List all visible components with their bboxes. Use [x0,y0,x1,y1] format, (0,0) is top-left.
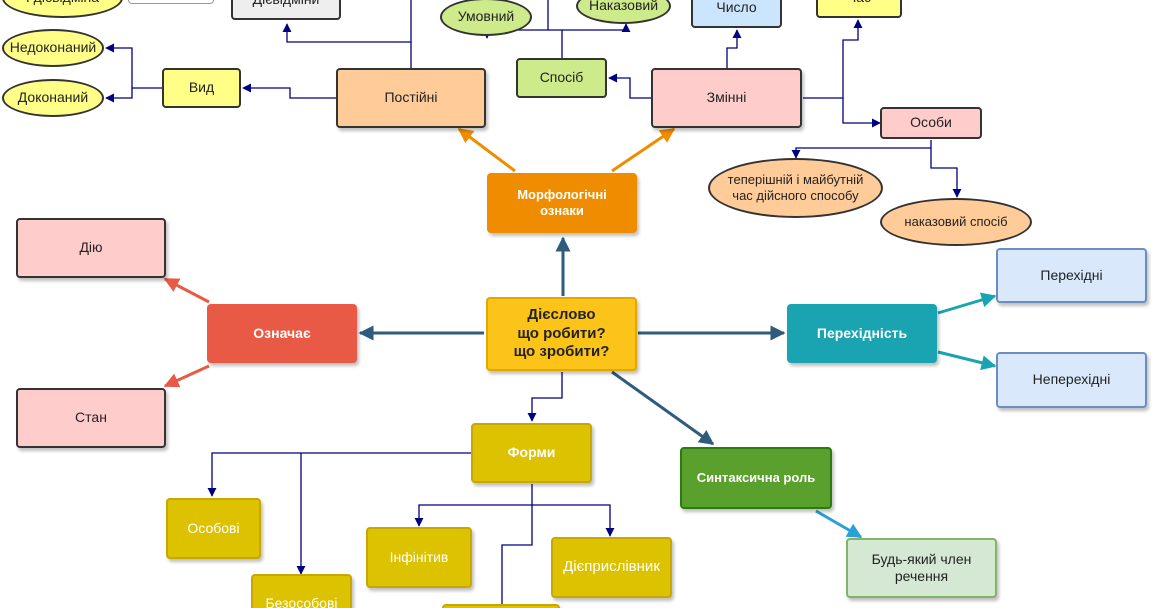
infinitive-node[interactable]: Інфінітив [366,527,472,588]
impersonal-forms-node[interactable]: Безособові [251,574,352,608]
constant-features-node[interactable]: Постійні [336,68,486,128]
imperative-mood-node[interactable]: наказовий спосіб [880,198,1032,246]
number-node[interactable]: Число [691,0,782,28]
variable-features-node[interactable]: Змінні [651,68,802,128]
present-future-node[interactable]: теперішній і майбутній час дійсного спос… [708,158,883,218]
mood-node[interactable]: Спосіб [516,58,607,98]
aspect-node[interactable]: Вид [162,68,241,108]
imperative-node[interactable]: Наказовий [576,0,671,24]
participle-node [442,604,560,608]
person-node[interactable]: Особи [880,107,982,139]
any-sentence-member-node[interactable]: Будь-який член речення [846,538,997,598]
white-node [128,0,214,4]
conjugations-node[interactable]: Дієвідміни [231,0,341,20]
forms-node[interactable]: Форми [471,423,592,483]
syntax-role-node[interactable]: Синтаксична роль [680,447,832,509]
morphology-node[interactable]: Морфологічні ознаки [487,173,637,233]
transitivity-node[interactable]: Перехідність [787,304,937,363]
state-node[interactable]: Стан [16,388,166,448]
adverbial-participle-node[interactable]: Дієприслівник [551,537,672,598]
transitive-node[interactable]: Перехідні [996,248,1147,303]
meaning-node[interactable]: Означає [207,304,357,363]
center-to-formy [527,372,563,422]
imperfective-node[interactable]: Недоконаний [2,29,104,67]
action-node[interactable]: Дію [16,218,166,278]
conditional-node[interactable]: Умовний [440,0,532,36]
tense-node[interactable]: Час [816,0,902,18]
thin-connectors [105,0,962,608]
intransitive-node[interactable]: Неперехідні [996,352,1147,408]
perfective-node[interactable]: Доконаний [2,79,104,117]
personal-forms-node[interactable]: Особові [166,498,261,559]
central-node[interactable]: Дієслово що робити? що зробити? [486,297,637,371]
main-connectors [358,236,786,446]
